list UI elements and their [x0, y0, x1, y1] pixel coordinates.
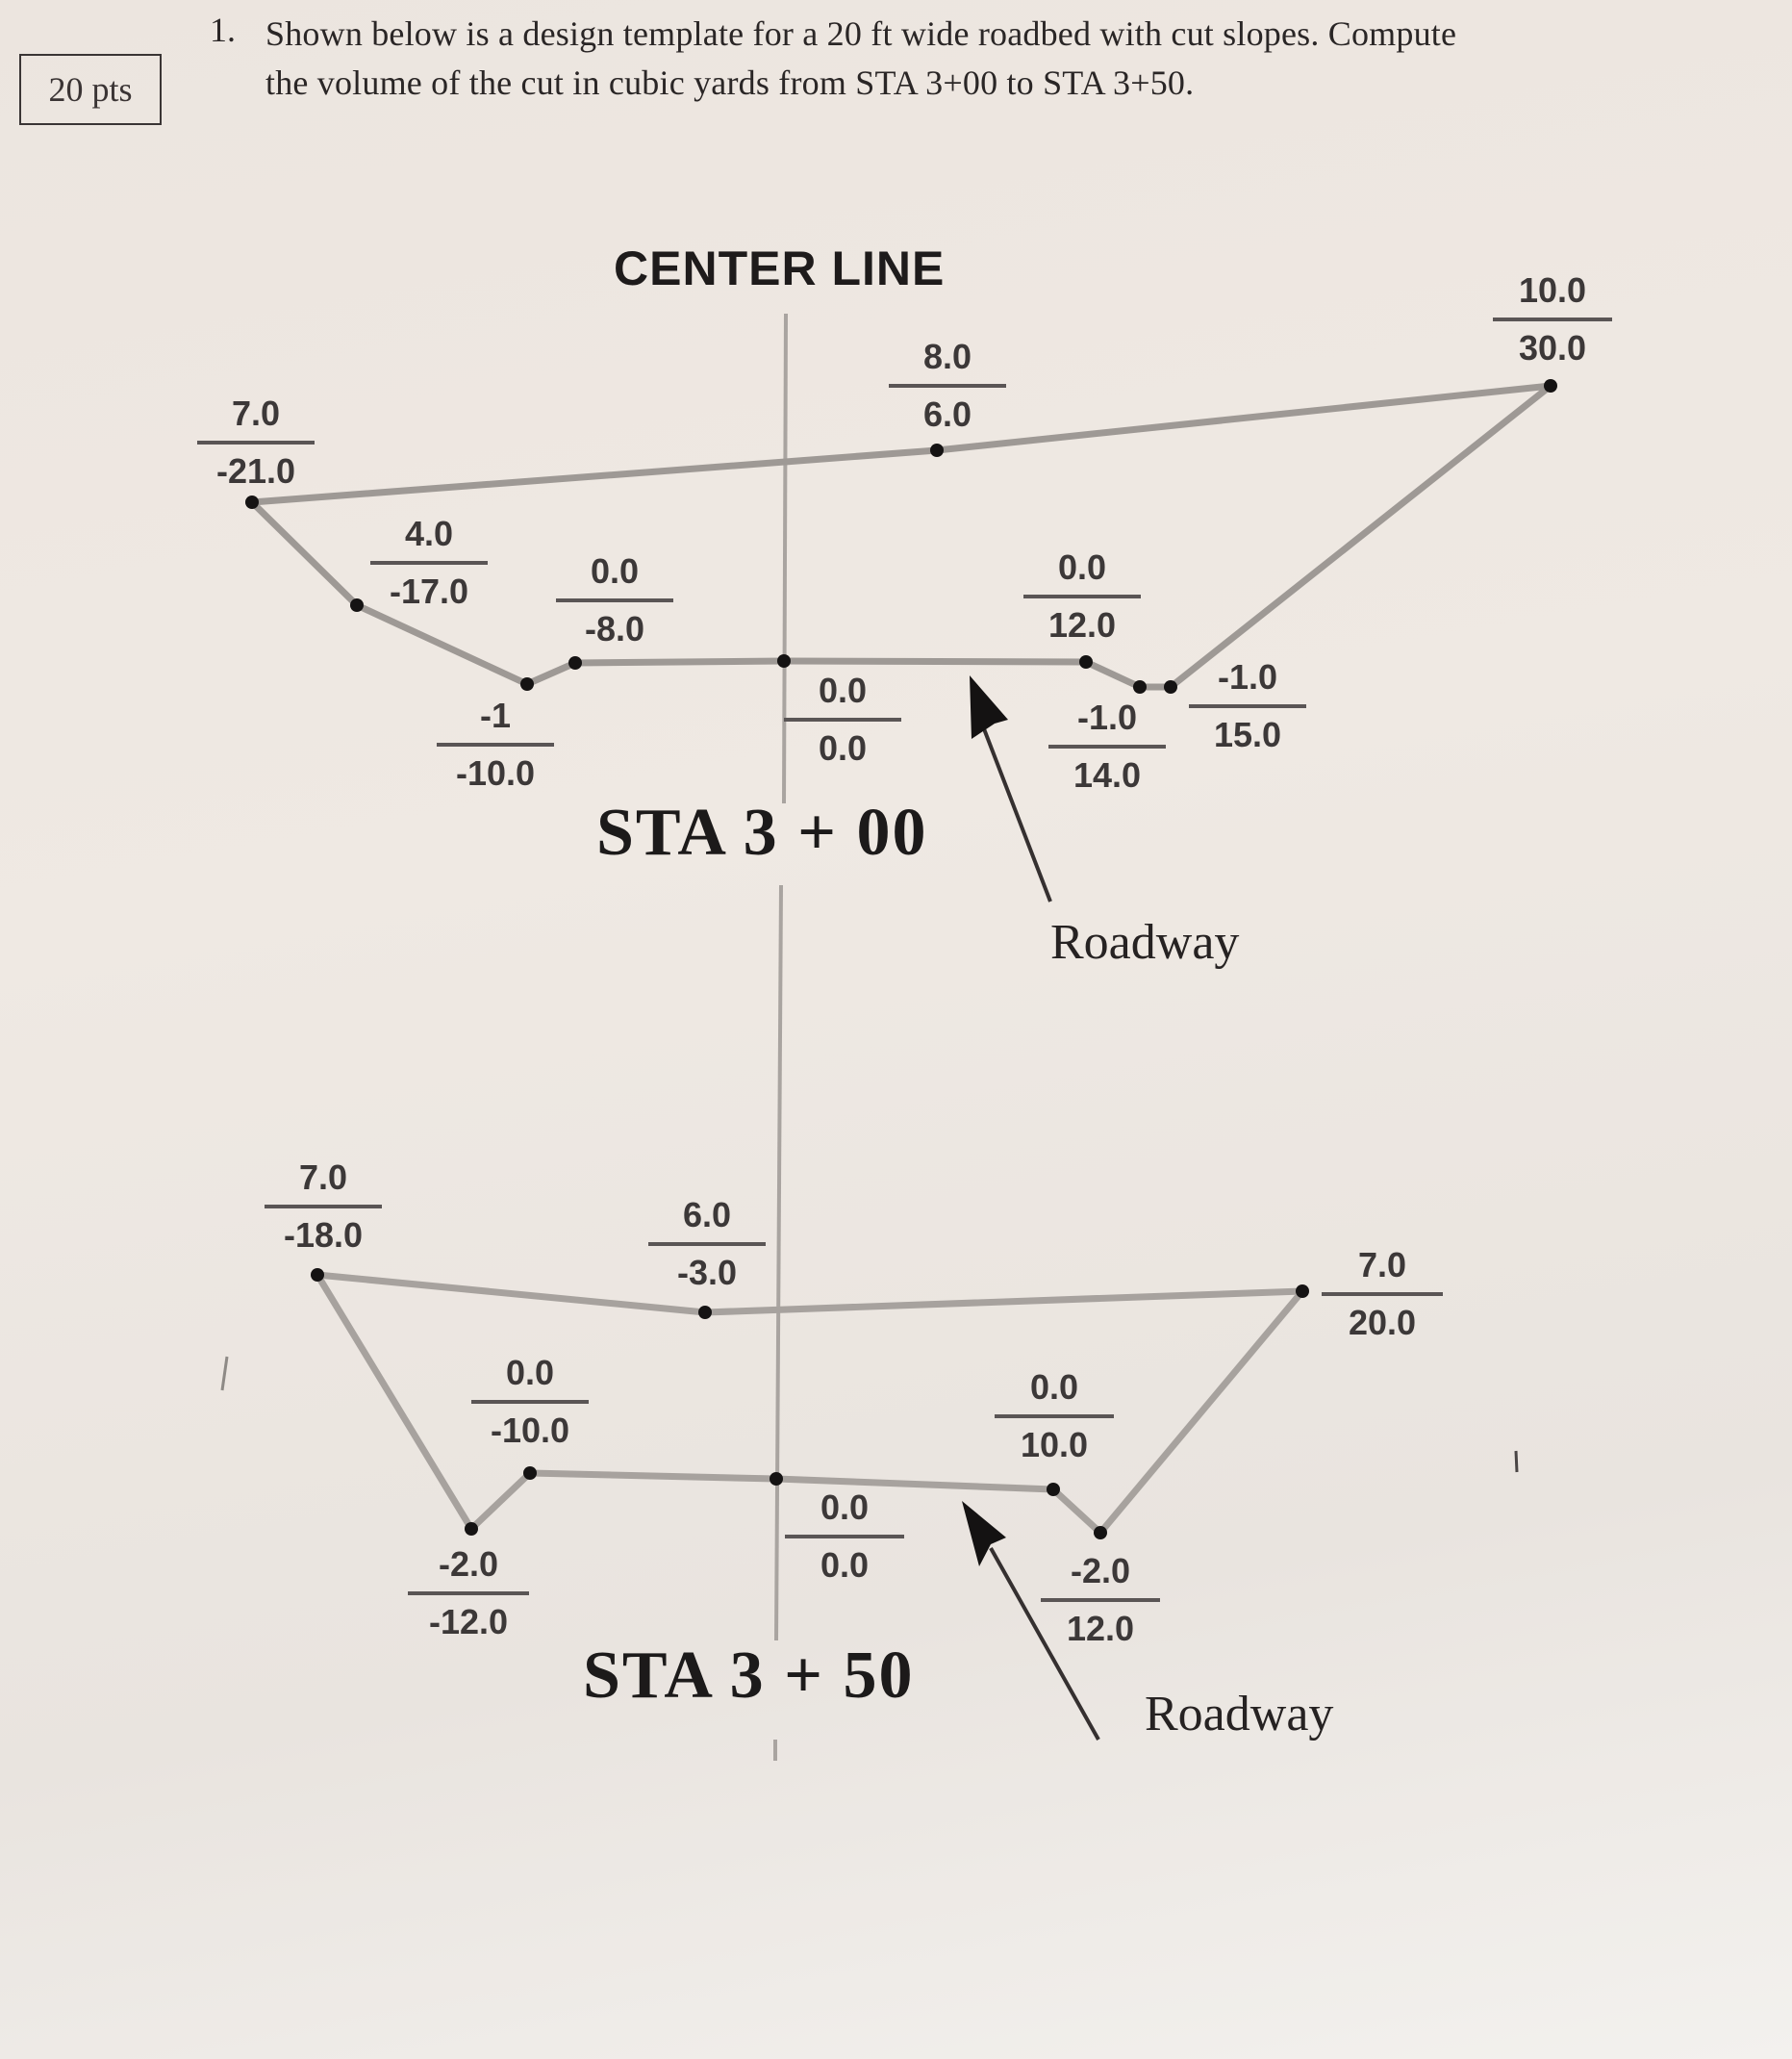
ground-line-sta-350: [316, 1271, 1303, 1316]
question-line-2: the volume of the cut in cubic yards fro…: [265, 64, 1195, 102]
point-label: 0.0-10.0: [471, 1352, 589, 1452]
point-label: -2.0-12.0: [408, 1543, 529, 1643]
center-line: [773, 313, 788, 1761]
roadway-arrow-sta-300: [970, 675, 1052, 902]
station-label-sta-300: STA 3 + 00: [596, 796, 928, 870]
center-line-label: CENTER LINE: [614, 241, 946, 295]
points-badge: 20 pts: [19, 54, 162, 125]
point-label: 7.0-18.0: [265, 1157, 382, 1257]
roadway-arrow-sta-350: [962, 1501, 1100, 1741]
point-label: 0.0-8.0: [556, 550, 673, 650]
station-label-sta-350: STA 3 + 50: [583, 1639, 915, 1713]
points-sta-300: [245, 379, 1557, 694]
point-label: 6.0-3.0: [648, 1194, 766, 1294]
stray-mark: [1514, 1450, 1519, 1473]
question-line-1: Shown below is a design template for a 2…: [265, 14, 1457, 53]
point-label: 4.0-17.0: [370, 513, 488, 613]
roadway-label-sta-300: Roadway: [1050, 915, 1240, 970]
stray-mark: [220, 1356, 229, 1391]
point-label: -1-10.0: [437, 695, 554, 795]
point-label: 7.0-21.0: [197, 393, 315, 493]
question-text: Shown below is a design template for a 2…: [265, 10, 1612, 108]
roadway-label-sta-350: Roadway: [1145, 1687, 1334, 1741]
question-number: 1.: [210, 11, 236, 49]
points-sta-350: [311, 1268, 1309, 1539]
